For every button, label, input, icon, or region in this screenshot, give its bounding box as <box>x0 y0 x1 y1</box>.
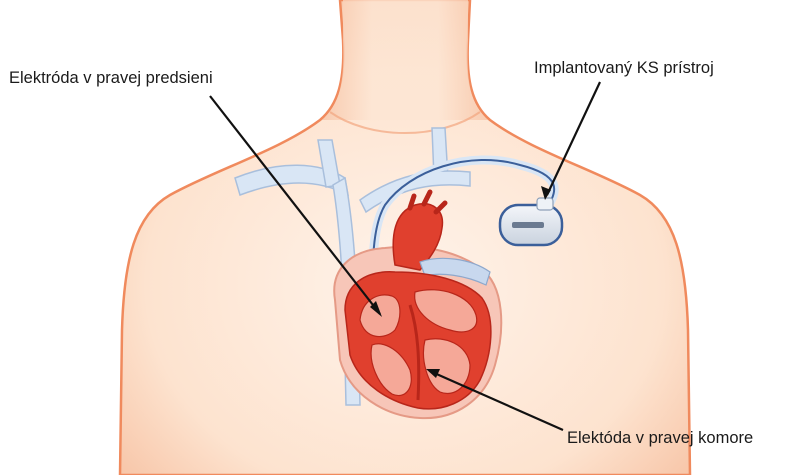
implanted-device-label: Implantovaný KS prístroj <box>534 60 714 77</box>
right-ventricle-electrode-label: Elektóda v pravej komore <box>567 430 753 447</box>
right-atrium-electrode-label: Elektróda v pravej predsieni <box>9 70 213 87</box>
